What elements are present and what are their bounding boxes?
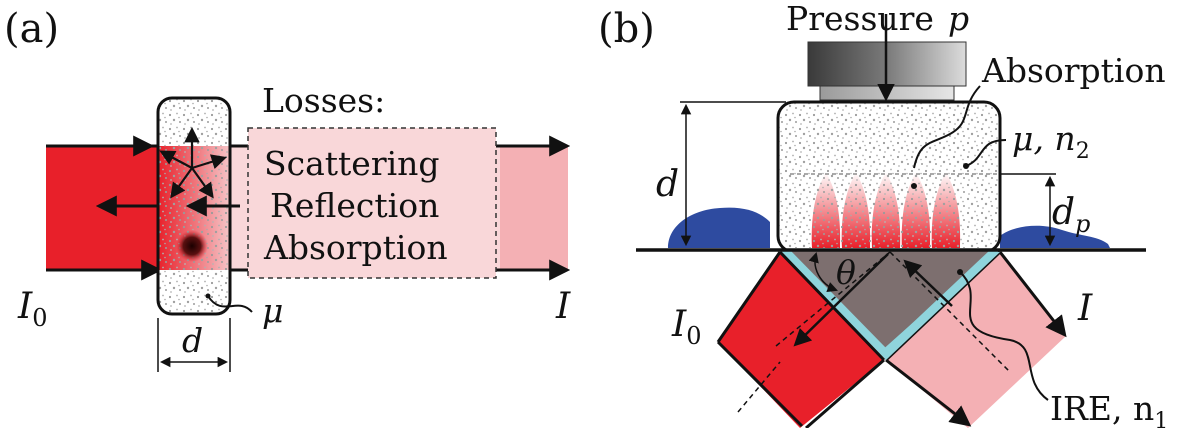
angle-arc [808, 251, 838, 292]
losses-title: Losses: [262, 81, 385, 120]
losses-box [247, 127, 497, 279]
angle-label: θ [836, 253, 856, 292]
normal-line-left [775, 251, 891, 347]
mu-pointer [207, 295, 253, 313]
outgoing-intensity-label: I [1077, 288, 1093, 329]
loss-reflection: Reflection [270, 186, 439, 225]
outgoing-beam [886, 252, 1066, 428]
mu-label: μ [262, 291, 283, 330]
ire-label: IRE, n1 [1050, 389, 1168, 428]
liquid-blob-left [668, 207, 770, 248]
loss-absorption: Absorption [263, 228, 448, 267]
incident-intensity-label-b: I0 [671, 304, 702, 350]
ire-pointer [959, 271, 1049, 401]
loss-scattering: Scattering [264, 144, 440, 183]
beam-reflect-arrow [903, 259, 953, 307]
ire-prism [790, 250, 990, 348]
panel-b-label: (b) [598, 6, 655, 52]
panel-a-label: (a) [4, 6, 59, 52]
incident-beam [46, 146, 158, 270]
sample-properties-label: μ, n2 [1012, 119, 1090, 164]
thickness-label-a: d [182, 321, 203, 360]
transmitted-beam [500, 146, 568, 270]
absorption-pointer [913, 85, 981, 169]
thickness-label-b: d [656, 164, 679, 205]
incident-intensity-label: I0 [17, 286, 48, 332]
penetration-depth-label: dp [1052, 192, 1090, 238]
scattering-star [159, 126, 227, 199]
panel-a: (a) Losses: Scattering Reflection Absorp… [4, 6, 571, 372]
absorber-particle [176, 230, 208, 262]
absorption-label: Absorption [981, 51, 1166, 90]
beam-in-prism-arrow [793, 253, 889, 347]
transmitted-intensity-label: I [555, 286, 571, 327]
mu-n2-pointer [965, 139, 1007, 167]
